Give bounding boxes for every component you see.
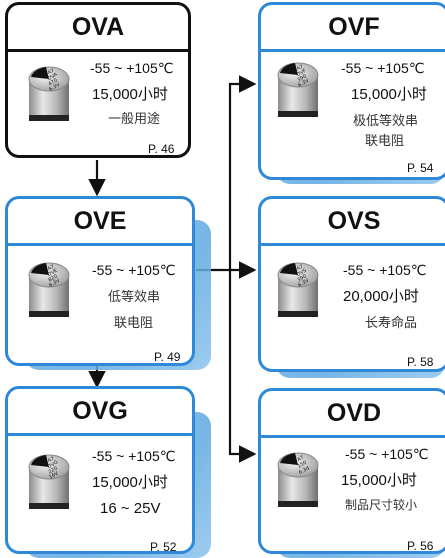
- card-ove: OVE A7 OVE 820 6.3V -55 ~ +105℃ 低等效串 联电阻…: [5, 196, 195, 366]
- capacitor-image: A7 150 6.3d: [277, 452, 319, 507]
- spec-line-2: 15,000小时: [341, 472, 417, 489]
- card-ovg: OVG A7 OVG 220 16V -55 ~ +105℃ 15,000小时 …: [5, 386, 195, 554]
- capacitor-image: A7 OVA 470 6.3V: [28, 66, 70, 121]
- page-ref: P. 56: [407, 539, 434, 553]
- spec-line-4: 联电阻: [365, 134, 405, 149]
- card-title: OVD: [326, 399, 382, 427]
- svg-text:150: 150: [297, 460, 308, 470]
- temp-range: -55 ~ +105℃: [343, 262, 427, 278]
- capacitor-image: A7 OVG 220 16V: [28, 454, 70, 509]
- spec-line-2: 15,000小时: [92, 474, 168, 491]
- svg-text:6.3d: 6.3d: [298, 465, 311, 476]
- divider: [8, 243, 192, 246]
- page-ref: P. 49: [154, 350, 181, 364]
- temp-range: -55 ~ +105℃: [345, 446, 429, 462]
- svg-text:390: 390: [296, 273, 307, 283]
- spec-line-3: 极低等效串: [353, 114, 419, 129]
- spec-line-2: 15,000小时: [351, 86, 427, 103]
- svg-text:820: 820: [47, 273, 58, 283]
- cap-label: A7: [47, 68, 56, 77]
- svg-text:OVS: OVS: [296, 268, 308, 278]
- svg-text:6.3V: 6.3V: [297, 278, 310, 289]
- card-ovd: OVD A7 150 6.3d -55 ~ +105℃ 15,000小时 制品尺…: [258, 388, 445, 554]
- cap-label: A7: [296, 264, 305, 273]
- arrow-ove-ovd: [228, 270, 257, 463]
- capacitor-image: A7 OVE 820 6.3V: [28, 262, 70, 317]
- divider: [261, 243, 445, 246]
- card-title: OVG: [72, 397, 128, 425]
- temp-range: -55 ~ +105℃: [92, 262, 176, 278]
- divider: [261, 49, 445, 52]
- svg-text:390: 390: [296, 73, 307, 83]
- spec-line-3: 一般用途: [108, 112, 161, 127]
- spec-line-3: 长寿命品: [365, 316, 418, 331]
- spec-line-2: 15,000小时: [92, 86, 168, 103]
- card-title: OVA: [71, 13, 125, 41]
- spec-line-3: 16 ~ 25V: [100, 500, 161, 517]
- cap-label: A7: [296, 64, 305, 73]
- arrow-ove-ovf: [196, 75, 257, 272]
- svg-text:6.3V: 6.3V: [48, 82, 61, 93]
- cap-label: A7: [47, 264, 56, 273]
- divider: [8, 433, 192, 436]
- page-ref: P. 54: [407, 161, 434, 175]
- svg-text:220: 220: [47, 465, 58, 475]
- svg-text:6.3V: 6.3V: [48, 278, 61, 289]
- card-title: OVS: [327, 207, 381, 235]
- svg-text:OVE: OVE: [47, 268, 59, 278]
- cap-label: A7: [47, 456, 56, 465]
- divider: [8, 49, 188, 52]
- spec-line-3: 制品尺寸较小: [345, 498, 418, 512]
- cap-label: A7: [296, 455, 305, 464]
- card-title: OVE: [73, 207, 127, 235]
- card-ovf: OVF A7 OVF 390 6.3V -55 ~ +105℃ 15,000小时…: [258, 2, 445, 180]
- page-ref: P. 52: [150, 540, 177, 554]
- card-ova: OVA A7 OVA 470 6.3V -55 ~ +105℃ 15,000小时…: [5, 2, 191, 158]
- divider: [261, 435, 445, 438]
- spec-line-3: 联电阻: [114, 316, 154, 331]
- temp-range: -55 ~ +105℃: [341, 60, 425, 76]
- temp-range: -55 ~ +105℃: [90, 60, 174, 76]
- card-ovs: OVS A7 OVS 390 6.3V -55 ~ +105℃ 20,000小时…: [258, 196, 445, 372]
- capacitor-image: A7 OVS 390 6.3V: [277, 262, 319, 317]
- page-ref: P. 58: [407, 355, 434, 369]
- svg-text:470: 470: [47, 77, 58, 87]
- card-title: OVF: [328, 13, 380, 41]
- svg-text:16V: 16V: [48, 470, 60, 480]
- page-ref: P. 46: [148, 142, 175, 156]
- svg-text:6.3V: 6.3V: [297, 78, 310, 89]
- spec-line-2: 低等效串: [108, 290, 161, 305]
- svg-text:OVG: OVG: [47, 459, 60, 470]
- spec-line-2: 20,000小时: [343, 288, 419, 305]
- temp-range: -55 ~ +105℃: [92, 448, 176, 464]
- capacitor-image: A7 OVF 390 6.3V: [277, 62, 319, 117]
- svg-text:OVF: OVF: [296, 68, 308, 78]
- svg-text:OVA: OVA: [47, 71, 59, 82]
